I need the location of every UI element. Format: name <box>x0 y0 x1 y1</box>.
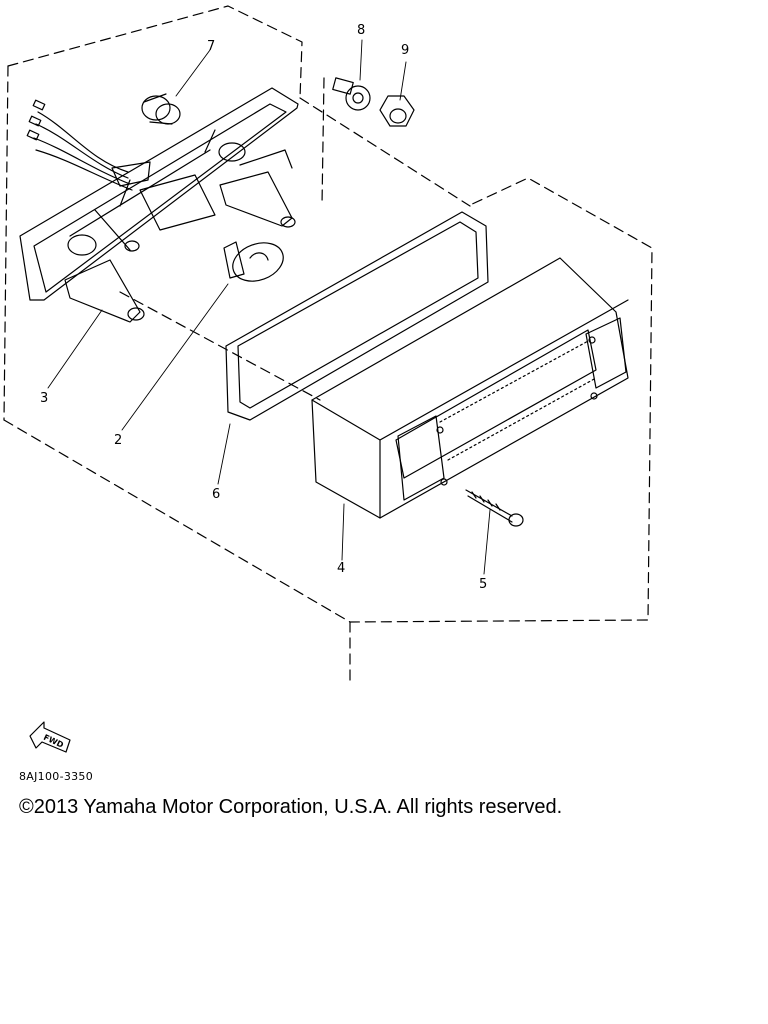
callout-3: 3 <box>40 391 48 406</box>
callout-8: 8 <box>357 23 365 38</box>
lamp-housing <box>19 87 299 323</box>
callout-4: 4 <box>337 561 345 576</box>
assembly-boundary <box>3 5 653 681</box>
collar <box>332 77 371 111</box>
lens <box>311 257 629 519</box>
bulb <box>223 241 284 282</box>
callout-5: 5 <box>479 577 487 592</box>
gasket <box>225 211 489 421</box>
leader-lines <box>47 39 491 575</box>
callout-7: 7 <box>207 39 215 54</box>
nut <box>379 95 415 127</box>
grommet <box>141 93 181 125</box>
diagram-part-code: 8AJ100-3350 <box>19 770 94 783</box>
screw <box>465 489 524 527</box>
fwd-arrow-icon <box>29 721 71 753</box>
wiring-harness <box>26 99 151 191</box>
callout-6: 6 <box>212 487 220 502</box>
callout-2: 2 <box>114 433 122 448</box>
copyright-notice: ©2013 Yamaha Motor Corporation, U.S.A. A… <box>19 796 563 818</box>
callout-9: 9 <box>401 43 409 58</box>
